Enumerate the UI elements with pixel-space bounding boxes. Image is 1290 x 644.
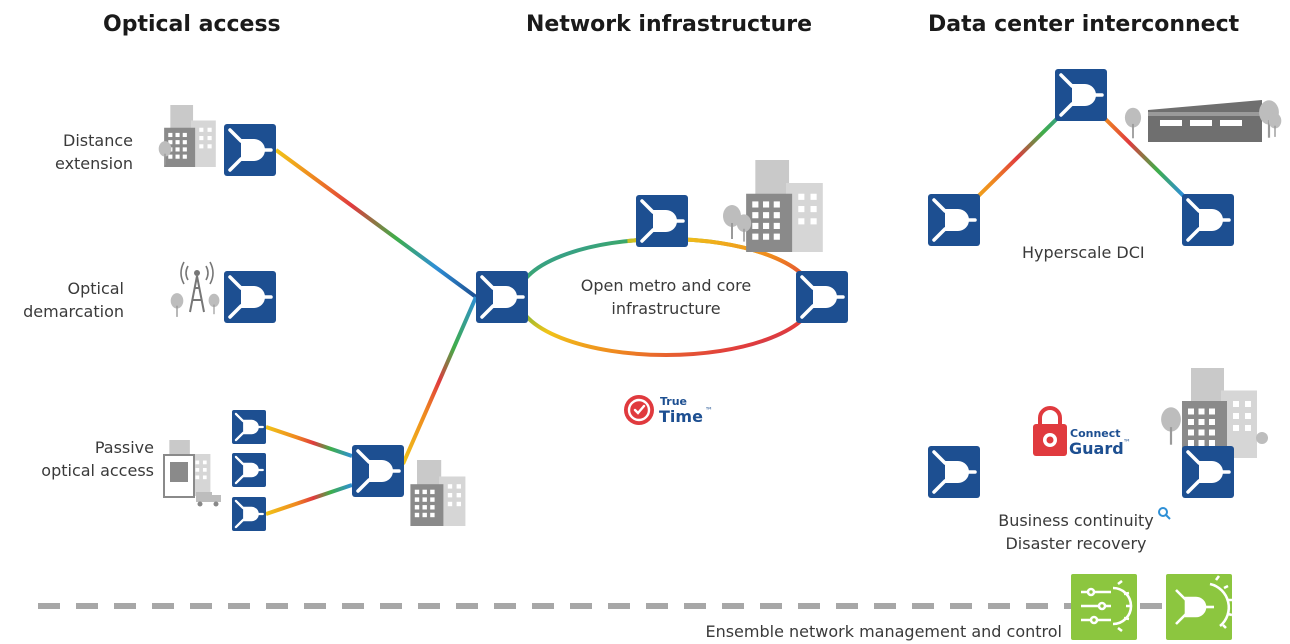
label-hyperscale-dci: Hyperscale DCI	[1022, 243, 1145, 262]
link-passive-optical	[401, 296, 478, 465]
label-passive-optical-access: Passive optical access	[41, 436, 154, 482]
heading-data-center-interconnect: Data center interconnect	[928, 12, 1240, 37]
network-element-icon	[1182, 194, 1234, 246]
search-icon[interactable]	[1158, 507, 1171, 520]
network-element-icon	[232, 410, 266, 444]
link-pon-3	[265, 483, 353, 516]
label-open-metro-core: Open metro and core infrastructure	[566, 274, 766, 320]
label-optical-demarcation-line2: demarcation	[23, 302, 124, 321]
truetime-line2: Time	[659, 407, 703, 426]
network-element-icon	[1055, 69, 1107, 121]
office-building-icon	[164, 105, 216, 167]
connectguard-tm: ™	[1123, 438, 1131, 447]
scenery	[158, 100, 1282, 526]
label-optical-demarcation-line1: Optical	[67, 279, 124, 298]
label-ensemble: Ensemble network management and control	[705, 622, 1062, 641]
link-distance-extension	[274, 148, 478, 299]
label-business-continuity-line1: Business continuity	[998, 511, 1154, 530]
truetime-clock-icon	[624, 395, 654, 425]
network-element-icon	[636, 195, 688, 247]
connectguard-lock-icon	[1033, 406, 1067, 456]
connectguard-line1: Connect	[1070, 427, 1121, 440]
network-element-icon	[928, 194, 980, 246]
label-open-metro-core-line1: Open metro and core	[580, 276, 752, 295]
label-optical-demarcation: Optical demarcation	[23, 277, 124, 323]
connectguard-logo: Connect Guard ™	[1033, 406, 1131, 458]
network-element-icon	[232, 453, 266, 487]
label-open-metro-core-line2: infrastructure	[611, 299, 721, 318]
label-distance-extension-line1: Distance	[63, 131, 133, 150]
tree-icon	[1161, 407, 1181, 445]
label-distance-extension-line2: extension	[55, 154, 133, 173]
office-building-icon	[410, 460, 466, 526]
office-building-icon	[1182, 368, 1257, 458]
ensemble-network-element-icon[interactable]	[1166, 574, 1233, 640]
label-distance-extension: Distance extension	[55, 129, 133, 175]
truetime-line1: True	[660, 395, 687, 408]
link-pon-1	[265, 425, 353, 458]
connectguard-line2: Guard	[1069, 439, 1124, 458]
network-element-icon	[928, 446, 980, 498]
network-element-icon	[796, 271, 848, 323]
label-passive-optical-access-line2: optical access	[41, 461, 154, 480]
heading-optical-access: Optical access	[103, 12, 281, 37]
label-disaster-recovery-line2: Disaster recovery	[1005, 534, 1147, 553]
network-element-icon	[224, 271, 276, 323]
label-business-continuity: Business continuity Disaster recovery	[966, 509, 1186, 555]
truetime-tm: ™	[705, 406, 713, 415]
tree-icon	[170, 293, 184, 317]
office-building-icon	[746, 160, 823, 252]
tree-icon	[208, 293, 220, 315]
network-element-icon	[476, 271, 528, 323]
network-element-icon	[1182, 446, 1234, 498]
network-element-icon	[352, 445, 404, 497]
heading-network-infrastructure: Network infrastructure	[526, 12, 813, 37]
office-building-icon	[163, 454, 195, 498]
cell-tower-icon	[180, 261, 214, 313]
network-element-icon	[224, 124, 276, 176]
delivery-truck-icon	[196, 492, 221, 507]
label-passive-optical-access-line1: Passive	[94, 438, 154, 457]
data-center-icon	[1124, 100, 1282, 142]
ensemble-controller-icon[interactable]	[1071, 574, 1137, 640]
truetime-logo: True Time ™	[624, 395, 713, 426]
network-element-icon	[232, 497, 266, 531]
